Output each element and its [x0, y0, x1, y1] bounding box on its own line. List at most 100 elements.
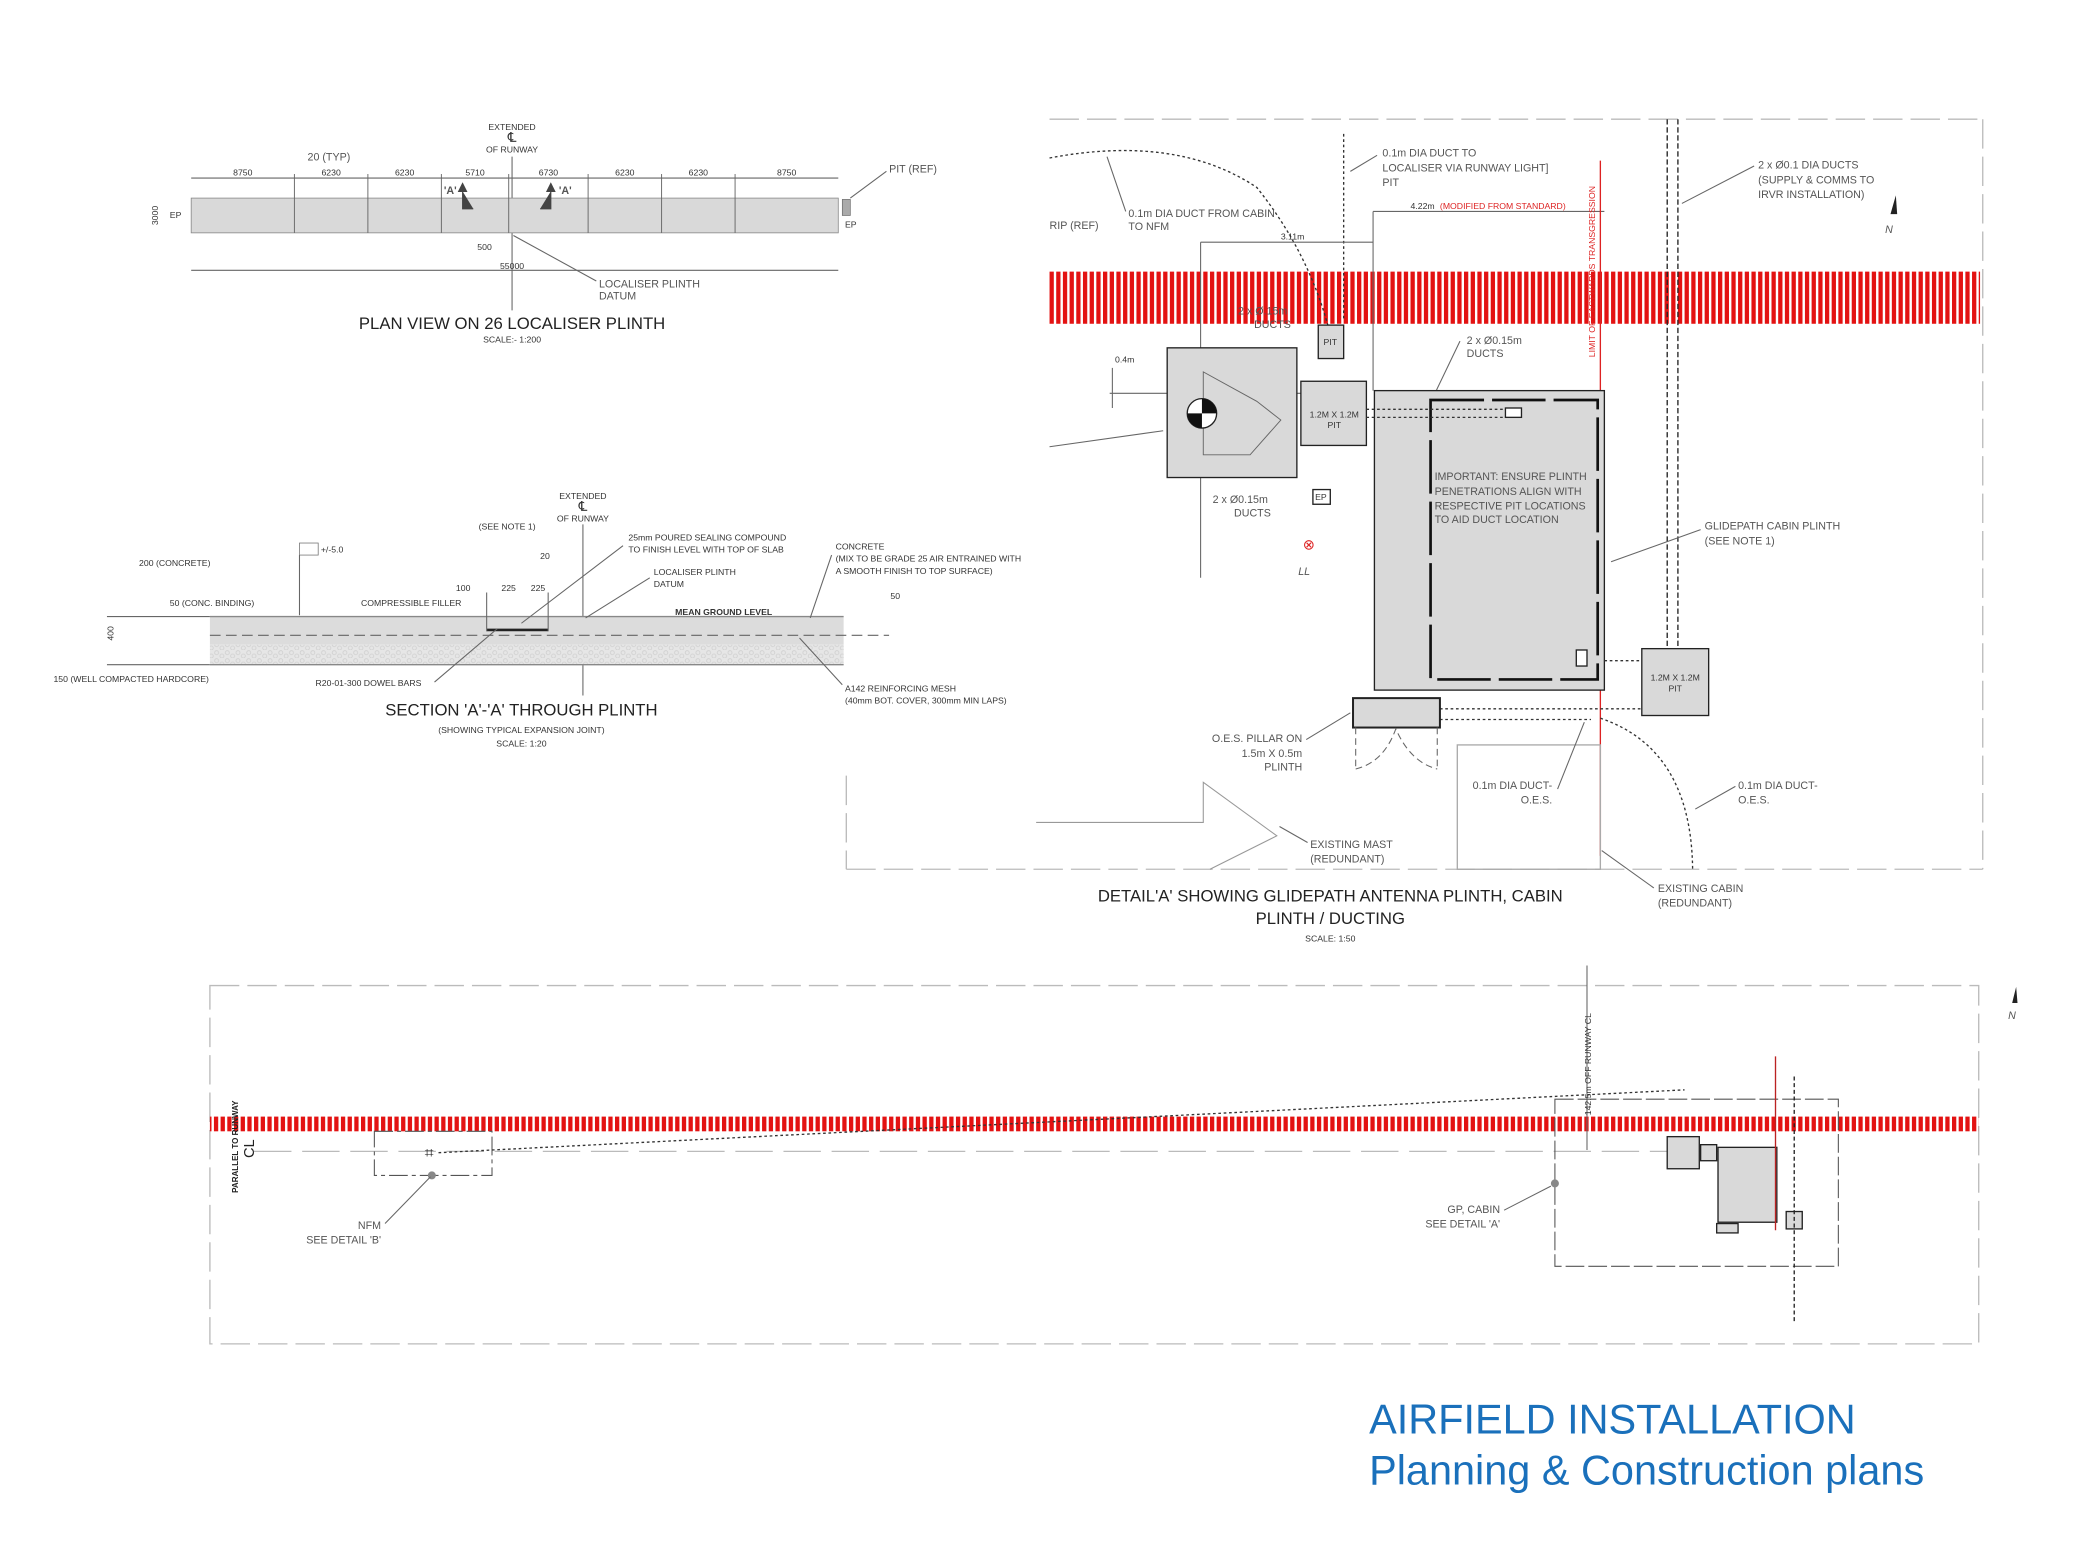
- total-dim: 55000: [500, 261, 524, 271]
- brand-subtitle: Planning & Construction plans: [1369, 1446, 1924, 1493]
- segment-dim: 6230: [395, 167, 414, 177]
- dim-225: 225: [501, 583, 516, 593]
- ep-label: EP: [170, 210, 182, 220]
- pit-1-2m: [1300, 380, 1368, 447]
- site-plan: PARALLEL TO RUNWAY CL ⌗ NFM SEE DETAIL '…: [209, 965, 2018, 1345]
- plan-view-title: PLAN VIEW ON 26 LOCALISER PLINTH: [359, 314, 665, 333]
- extended-label: EXTENDED: [488, 122, 535, 132]
- centreline-symbol: ℄: [507, 130, 517, 145]
- segment-dim: 6730: [539, 167, 558, 177]
- oes-label: O.E.S. PILLAR ON: [1212, 733, 1302, 745]
- segment-dim: 6230: [321, 167, 340, 177]
- plan-view-scale: SCALE:- 1:200: [483, 334, 541, 344]
- datum-label: LOCALISER PLINTH: [654, 567, 736, 577]
- offset-label: 142.5m OFF RUNWAY CL: [1583, 1013, 1593, 1115]
- ducts-label: 2 x Ø0.15m: [1467, 335, 1522, 347]
- mast-label-2: (REDUNDANT): [1310, 854, 1384, 866]
- section-subtitle: (SHOWING TYPICAL EXPANSION JOINT): [438, 725, 604, 735]
- important-note: IMPORTANT: ENSURE PLINTH: [1435, 471, 1587, 483]
- duct-oes-label: 0.1m DIA DUCT-: [1738, 780, 1818, 792]
- north-arrow-icon: [1890, 195, 1898, 215]
- runway-strip-band: [1049, 271, 1981, 324]
- mean-ground-label: MEAN GROUND LEVEL: [675, 607, 773, 617]
- existing-cabin-label-2: (REDUNDANT): [1658, 898, 1732, 910]
- concrete-dim: 200 (CONCRETE): [139, 558, 211, 568]
- ducts-label: 2 x Ø0.15m: [1213, 494, 1268, 506]
- mast-label: EXISTING MAST: [1310, 839, 1393, 851]
- concrete-label-3: A SMOOTH FINISH TO TOP SURFACE): [836, 566, 993, 576]
- important-note-3: RESPECTIVE PIT LOCATIONS: [1435, 501, 1586, 513]
- datum-label: LOCALISER PLINTH: [599, 279, 700, 291]
- detail-a: 0.1m DIA DUCT TO LOCALISER VIA RUNWAY LI…: [845, 118, 1984, 943]
- dim-4-22: 4.22m: [1411, 201, 1435, 211]
- brand-title: AIRFIELD INSTALLATION: [1369, 1395, 1856, 1442]
- cabin-outline: [1429, 398, 1600, 681]
- ducts-label: 2 x Ø.15m: [1238, 305, 1287, 317]
- depth-dim: 400: [106, 626, 116, 641]
- dim-3-11: 3.11m: [1281, 232, 1305, 242]
- ducts-label-2: DUCTS: [1234, 507, 1271, 519]
- sealing-label: 25mm POURED SEALING COMPOUND: [628, 532, 786, 542]
- light-marker-icon: ⊗: [1303, 538, 1315, 554]
- north-label: N: [2008, 1010, 2016, 1022]
- pit-label: PIT: [1324, 337, 1338, 347]
- compressible-filler-label: COMPRESSIBLE FILLER: [361, 598, 461, 608]
- mesh-label: A142 REINFORCING MESH: [845, 683, 956, 693]
- see-note: (SEE NOTE 1): [479, 522, 536, 532]
- important-note-4: TO AID DUCT LOCATION: [1435, 514, 1559, 526]
- oes-label-3: PLINTH: [1264, 761, 1302, 773]
- pit-1-2m-east: [1641, 647, 1710, 717]
- dowel-label: R20-01-300 DOWEL BARS: [316, 678, 422, 688]
- earth-pit: [1312, 488, 1331, 505]
- width-dim: 3000: [150, 206, 160, 225]
- existing-cabin-label: EXISTING CABIN: [1658, 883, 1744, 895]
- pit-label: PIT: [1328, 420, 1342, 430]
- gp-label: GP, CABIN: [1447, 1204, 1500, 1216]
- concrete-label-2: (MIX TO BE GRADE 25 AIR ENTRAINED WITH: [836, 554, 1022, 564]
- nfm-label-2: SEE DETAIL 'B': [306, 1235, 381, 1247]
- section-title: SECTION 'A'-'A' THROUGH PLINTH: [385, 701, 657, 720]
- mesh-label-2: (40mm BOT. COVER, 300mm MIN LAPS): [845, 695, 1007, 705]
- ducts-label-2: DUCTS: [1467, 348, 1504, 360]
- segment-dim: 6230: [615, 167, 634, 177]
- ep-label: EP: [1315, 492, 1327, 502]
- duct-localiser-label-3: PIT: [1382, 177, 1399, 189]
- dim-20: 20: [540, 551, 550, 561]
- extended-label: EXTENDED: [559, 491, 606, 501]
- pit-size-label: 1.2M X 1.2M: [1651, 673, 1700, 683]
- duct-oes-label-2: O.E.S.: [1521, 795, 1552, 807]
- duct-nfm-label-2: TO NFM: [1128, 221, 1169, 233]
- section-marker-right: 'A': [559, 185, 572, 197]
- datum-label-2: DATUM: [654, 579, 684, 589]
- oes-pillar: [1352, 697, 1441, 729]
- existing-mast: [1036, 781, 1278, 870]
- parallel-label: PARALLEL TO RUNWAY: [231, 1100, 240, 1193]
- pit-size-label: 1.2M X 1.2M: [1310, 409, 1359, 419]
- hardcore-layer: [209, 644, 844, 665]
- section-arrow-left: [457, 182, 474, 210]
- important-note-2: PENETRATIONS ALIGN WITH: [1435, 486, 1582, 498]
- binding-dim: 50 (CONC. BINDING): [170, 598, 255, 608]
- nfm-symbol-icon: ⌗: [425, 1144, 434, 1162]
- dim-100: 100: [456, 583, 471, 593]
- sealing-label-2: TO FINISH LEVEL WITH TOP OF SLAB: [628, 544, 784, 554]
- hardcore-dim: 150 (WELL COMPACTED HARDCORE): [53, 674, 209, 684]
- cabin-plinth: [1373, 389, 1606, 691]
- north-arrow-icon: [2012, 986, 2018, 1003]
- dim-225: 225: [531, 583, 546, 593]
- cl-label: CL: [242, 1139, 258, 1158]
- nfm-label: NFM: [358, 1220, 381, 1232]
- duct-localiser-label-2: LOCALISER VIA RUNWAY LIGHT]: [1382, 162, 1548, 174]
- runway-strip-band: [209, 1116, 1979, 1132]
- section-marker-left: 'A': [444, 185, 457, 197]
- section-a-a: EXTENDED ℄ OF RUNWAY (SEE NOTE 1) 20 +/-…: [53, 491, 1021, 748]
- oes-label-2: 1.5m X 0.5m: [1242, 748, 1303, 760]
- duct-localiser-label: 0.1m DIA DUCT TO: [1382, 148, 1476, 160]
- offset-dim: 500: [477, 242, 492, 252]
- segment-dim: 6230: [689, 167, 708, 177]
- north-label: N: [1885, 224, 1893, 236]
- of-runway-label: OF RUNWAY: [486, 145, 538, 155]
